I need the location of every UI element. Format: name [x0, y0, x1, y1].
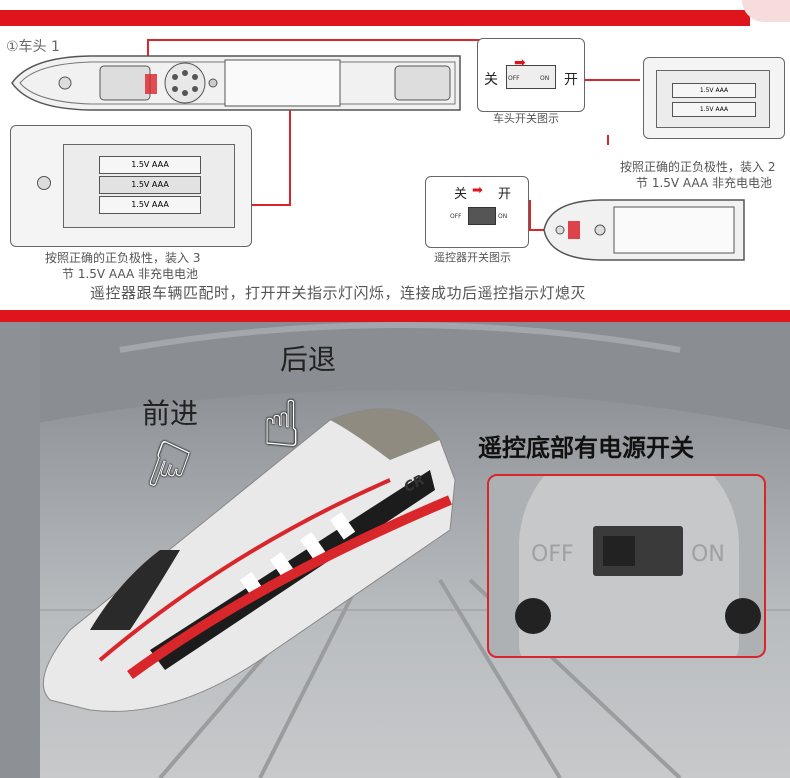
switch-off-label: 关	[484, 72, 498, 88]
section-label: ①车头 1	[6, 39, 60, 55]
battery-3: 1.5V AAA	[99, 196, 201, 214]
photo-top-red-bar	[0, 310, 790, 322]
remote-switch-panel: 关 ➡ 开 OFF ON	[425, 176, 529, 248]
switch-off-label: 关	[454, 187, 468, 202]
battery-1: 1.5V AAA	[99, 156, 201, 174]
battery-compartment	[656, 70, 770, 128]
head-switch-panel: 关 开 ➡ OFF ON	[477, 38, 585, 112]
battery-note-left-1: 按照正确的正负极性，装入 3	[45, 251, 201, 265]
battery-2: 1.5V AAA	[99, 176, 201, 194]
battery-label: 1.5V AAA	[131, 200, 169, 209]
switch-on-label: 开	[498, 187, 512, 202]
right-battery-panel: 1.5V AAA 1.5V AAA	[643, 57, 785, 139]
screw-icon	[515, 598, 551, 634]
left-battery-panel: 1.5V AAA 1.5V AAA 1.5V AAA	[10, 125, 252, 247]
battery-1: 1.5V AAA	[672, 83, 756, 98]
product-photo: 后退 前进 ☝ ☝ CR 遥控底部有电源开关 OFF ON	[0, 310, 790, 778]
power-switch-heading: 遥控底部有电源开关	[478, 434, 694, 462]
battery-note-right-1: 按照正确的正负极性，装入 2	[620, 160, 776, 174]
switch-body	[468, 207, 496, 225]
inset-switch	[593, 526, 683, 576]
battery-label: 1.5V AAA	[131, 160, 169, 169]
inset-on-label: ON	[691, 542, 725, 567]
train-model	[42, 408, 456, 712]
switch-off-small: OFF	[450, 213, 462, 220]
head-switch-caption: 车头开关图示	[493, 112, 559, 125]
power-switch-inset: OFF ON	[487, 474, 766, 658]
inset-off-label: OFF	[531, 542, 574, 567]
remote-switch-caption: 遥控器开关图示	[434, 251, 511, 264]
backward-label: 后退	[280, 343, 337, 376]
battery-label: 1.5V AAA	[699, 106, 729, 113]
switch-off-small: OFF	[508, 75, 520, 82]
switch-arrow-icon: ➡	[514, 55, 526, 71]
screw-icon	[37, 176, 51, 190]
battery-2: 1.5V AAA	[672, 102, 756, 117]
forward-label: 前进	[142, 397, 199, 430]
switch-body	[506, 65, 556, 89]
top-right-decoration	[742, 0, 790, 22]
top-red-bar	[0, 10, 750, 26]
screw-icon	[725, 598, 761, 634]
switch-arrow-icon: ➡	[472, 183, 483, 198]
battery-note-right-2: 节 1.5V AAA 非充电电池	[636, 176, 773, 190]
inset-switch-knob	[603, 536, 635, 566]
battery-note-left-2: 节 1.5V AAA 非充电电池	[62, 267, 199, 281]
train-head-diagram	[10, 52, 465, 114]
pairing-instruction: 遥控器跟车辆匹配时，打开开关指示灯闪烁，连接成功后遥控指示灯熄灭	[90, 284, 587, 302]
switch-on-label: 开	[564, 72, 578, 88]
switch-on-small: ON	[498, 213, 508, 220]
switch-on-small: ON	[540, 75, 550, 82]
battery-label: 1.5V AAA	[131, 180, 169, 189]
remote-control-diagram	[540, 195, 750, 265]
battery-label: 1.5V AAA	[699, 87, 729, 94]
